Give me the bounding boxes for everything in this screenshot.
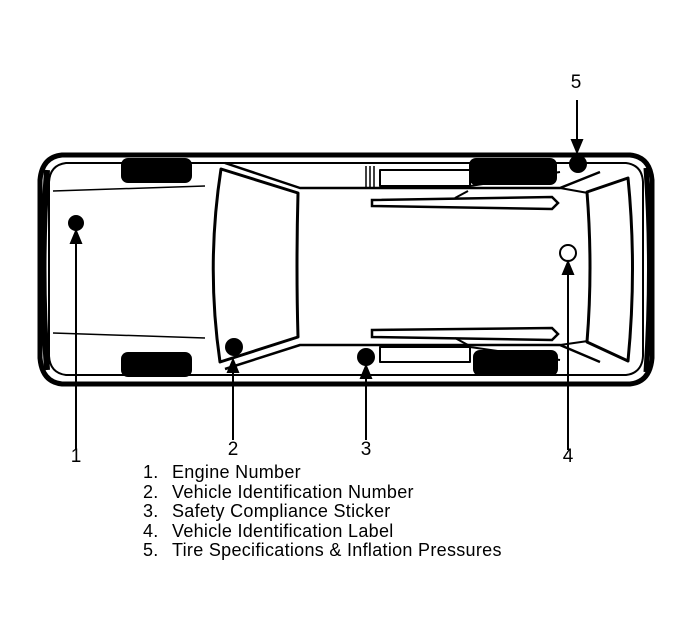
arrowhead-2	[226, 357, 240, 373]
wheel-front-right	[121, 352, 192, 377]
callout-number-4: 4	[562, 446, 574, 467]
legend-item-number: 5.	[143, 540, 159, 560]
side-window-bottom	[379, 346, 471, 363]
car-body-inner-outline	[48, 162, 644, 376]
rear-bumper	[643, 167, 652, 373]
arrowhead-5	[570, 139, 584, 155]
roof-rail-top	[370, 195, 560, 211]
arrowhead-4	[561, 259, 575, 275]
side-window-top	[379, 169, 471, 187]
legend-item-number: 1.	[143, 462, 159, 482]
legend-item-number: 2.	[143, 481, 159, 502]
legend-item: 3. Safety Compliance Sticker	[143, 501, 502, 522]
roof-outline	[224, 161, 601, 371]
car-body-outline	[37, 152, 655, 387]
wheel-front-left	[121, 158, 192, 183]
legend-item: 4. Vehicle Identification Label	[143, 520, 502, 542]
cabin	[211, 161, 634, 371]
front-bumper	[40, 169, 50, 371]
roof-rail-top-accent	[454, 190, 469, 199]
rear-door-line-top	[469, 171, 561, 187]
roof-rail-bottom-accent	[454, 337, 469, 346]
legend-item-number: 3.	[143, 501, 159, 521]
callout-number-5: 5	[570, 72, 582, 93]
callout-number-1: 1	[70, 446, 82, 467]
callout-number-2: 2	[227, 439, 239, 460]
roof-rear-edge-bottom	[559, 340, 589, 346]
hood-line-top	[52, 185, 206, 192]
callout-number-3: 3	[360, 439, 372, 460]
legend-item-number: 4.	[143, 520, 159, 541]
marker-vin-label	[559, 244, 577, 262]
arrowhead-3	[359, 363, 373, 379]
roof-rails	[370, 190, 560, 346]
hood-line-bottom	[52, 332, 206, 339]
legend-item: 1. Engine Number	[143, 462, 502, 483]
legend-list: 1. Engine Number 2. Vehicle Identificati…	[143, 462, 502, 561]
legend-item-label: Engine Number	[172, 462, 301, 482]
roof-rear-edge-top	[559, 187, 589, 194]
wheel-rear-left	[469, 158, 557, 185]
windshield	[211, 167, 300, 364]
legend-item-label: Tire Specifications & Inflation Pressure…	[172, 540, 502, 560]
car-body	[37, 152, 655, 387]
location-markers	[68, 155, 587, 366]
rear-door-line-bottom	[469, 346, 561, 361]
legend-item-label: Vehicle Identification Label	[172, 520, 394, 541]
legend-item-label: Vehicle Identification Number	[172, 481, 414, 502]
marker-vin	[225, 338, 243, 356]
marker-engine-number	[68, 215, 84, 231]
legend-item: 2. Vehicle Identification Number	[143, 481, 502, 503]
leader-lines	[69, 100, 584, 450]
marker-tire-specs	[569, 155, 587, 173]
legend-item-label: Safety Compliance Sticker	[172, 501, 391, 521]
arrowhead-1	[69, 228, 83, 244]
rear-window	[585, 176, 634, 363]
legend-item: 5. Tire Specifications & Inflation Press…	[143, 540, 502, 561]
marker-safety-sticker	[357, 348, 375, 366]
roof-rail-bottom	[370, 326, 560, 342]
